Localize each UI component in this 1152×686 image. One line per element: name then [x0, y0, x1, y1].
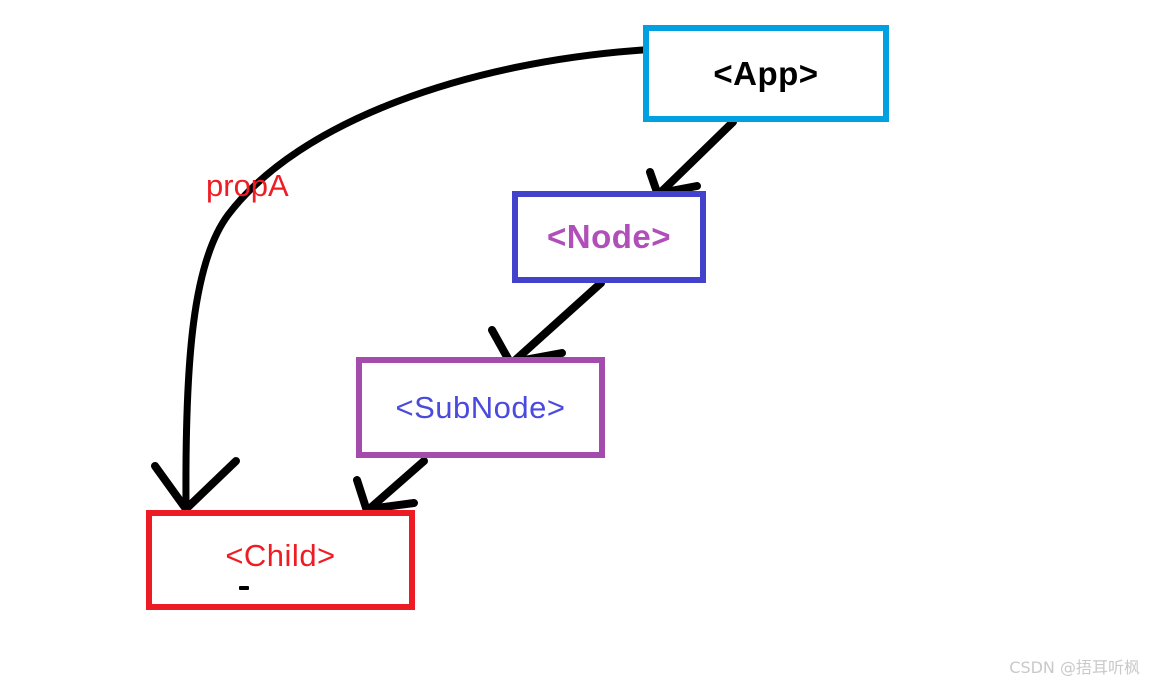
- edge-app-to-node: [646, 118, 737, 199]
- node-subnode-label: <SubNode>: [395, 389, 566, 425]
- node-app-label: <App>: [713, 54, 819, 92]
- edge-node-to-subnode: [488, 279, 605, 368]
- node-node[interactable]: <Node>: [512, 191, 706, 283]
- edge-label-propa: propA: [206, 168, 289, 203]
- stray-pen-mark: [239, 586, 249, 590]
- node-subnode[interactable]: <SubNode>: [356, 357, 605, 458]
- watermark: CSDN @捂耳听枫: [1009, 658, 1140, 677]
- node-app[interactable]: <App>: [643, 25, 889, 122]
- node-child[interactable]: <Child>: [146, 510, 415, 610]
- edge-subnode-to-child: [353, 457, 428, 515]
- node-node-label: <Node>: [546, 218, 672, 255]
- node-child-label: <Child>: [225, 538, 336, 573]
